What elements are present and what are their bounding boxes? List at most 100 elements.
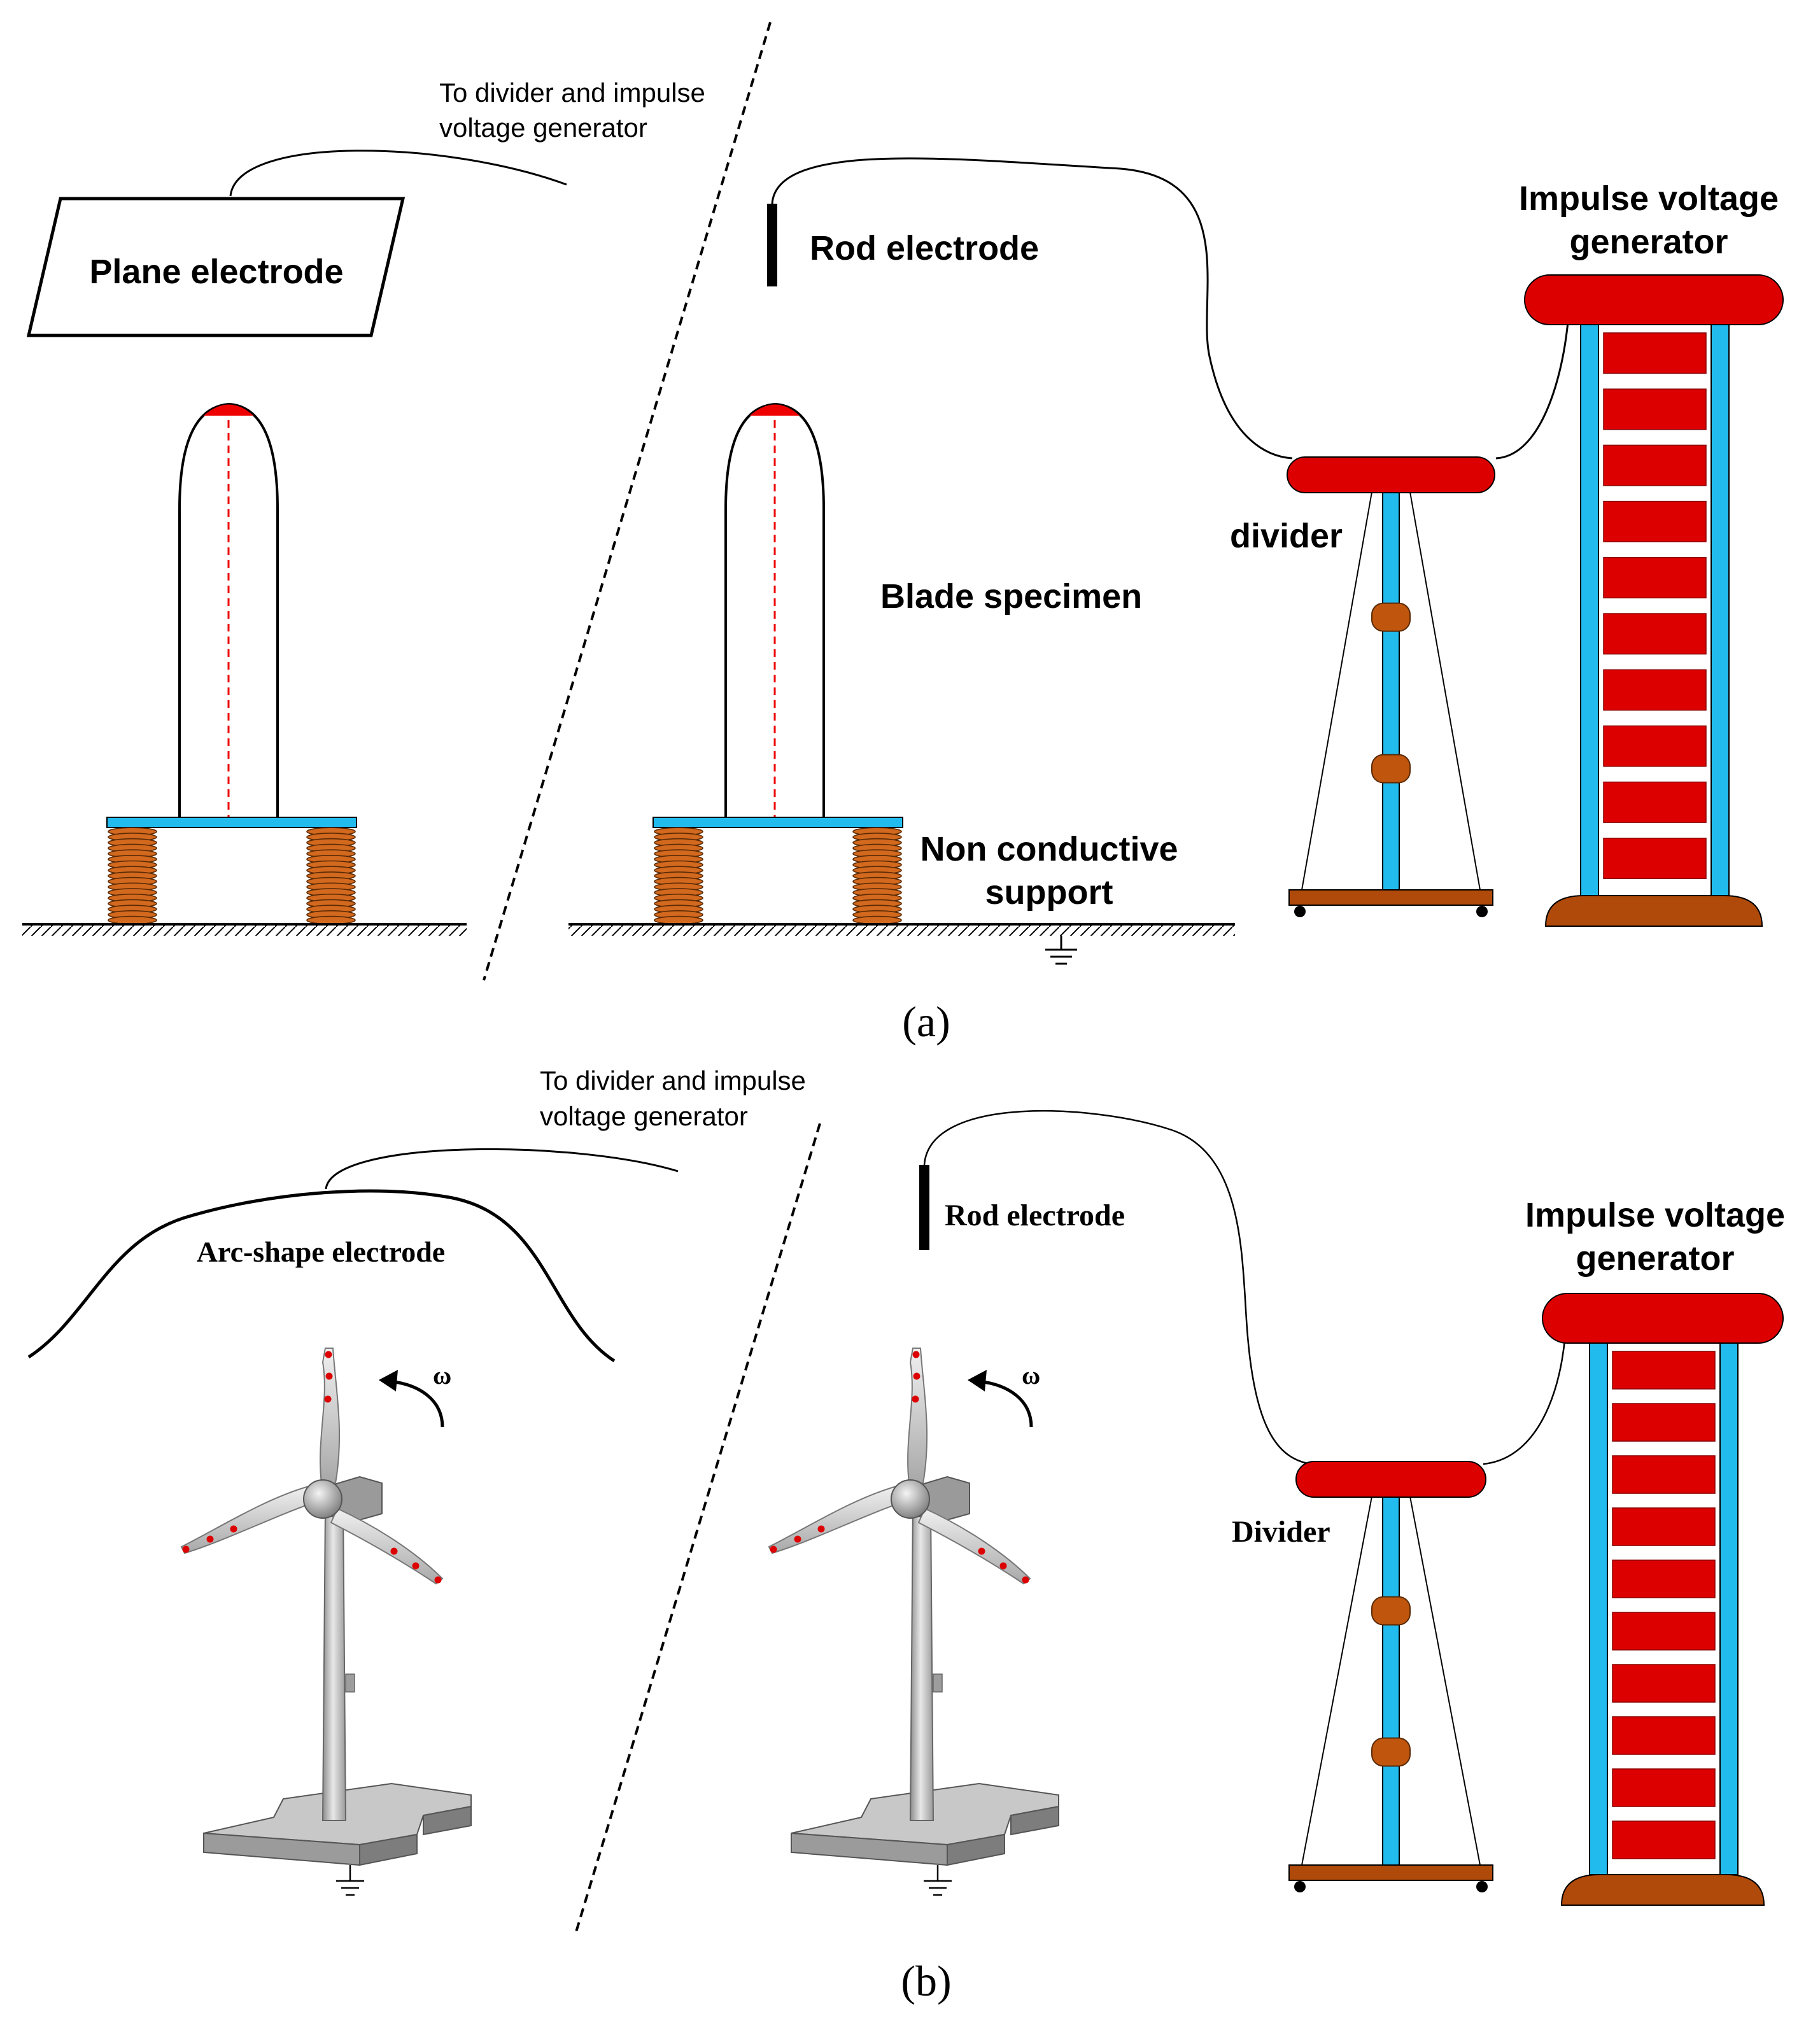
turbine-blade-left <box>180 1485 316 1554</box>
generator-stage <box>1612 1560 1716 1598</box>
generator-stage <box>1603 838 1707 880</box>
lightning-receptor-dot <box>1022 1576 1029 1584</box>
turbine-base-side <box>359 1833 418 1866</box>
rotation-arrow-icon <box>968 1370 1033 1428</box>
rotation-arrow-icon <box>379 1370 444 1428</box>
divider-insulator <box>1371 1737 1411 1767</box>
caption-b: (b) <box>901 1957 951 2005</box>
lightning-receptor-dot <box>912 1395 919 1403</box>
plane-electrode-label: Plane electrode <box>89 253 343 291</box>
support-plate-right <box>653 817 903 828</box>
divider-base <box>1288 889 1493 906</box>
insulator-disc <box>108 915 157 925</box>
blade-specimen-left <box>106 402 357 828</box>
rod-electrode-b <box>919 1165 929 1250</box>
generator-column-right <box>1711 321 1730 896</box>
impulse-generator-b <box>1542 1293 1784 1906</box>
lightning-receptor-dot <box>324 1395 332 1403</box>
voltage-divider-a <box>1287 456 1495 917</box>
note-text-b-line1: To divider and impulse <box>540 1066 806 1095</box>
hv-lead-b <box>923 1109 1312 1465</box>
generator-top-electrode <box>1524 274 1784 325</box>
rod-electrode-label-b: Rod electrode <box>945 1199 1125 1232</box>
impulse-generator-a <box>1524 274 1784 927</box>
generator-stage <box>1603 725 1707 767</box>
arc-shape-electrode <box>27 1189 616 1363</box>
lightning-receptor-dot <box>182 1546 190 1553</box>
generator-stage <box>1612 1664 1716 1703</box>
lightning-receptor-dot <box>434 1576 442 1584</box>
panel-a: To divider and impulse voltage generator… <box>22 22 1784 1046</box>
generator-stage <box>1603 444 1707 486</box>
support-label-line2: support <box>985 873 1113 912</box>
generator-stage <box>1612 1612 1716 1651</box>
generator-stage <box>1612 1820 1716 1859</box>
guy-wire <box>1409 1496 1481 1866</box>
hv-lead-a <box>771 157 1293 460</box>
turbine-tower <box>909 1508 935 1821</box>
lightning-receptor-dot <box>978 1547 985 1555</box>
generator-stage <box>1612 1403 1716 1442</box>
generator-stage <box>1612 1768 1716 1807</box>
blade-specimen-label: Blade specimen <box>880 577 1142 616</box>
wheel-icon <box>1294 1881 1306 1892</box>
generator-top-electrode <box>1542 1293 1784 1344</box>
generator-stage <box>1603 613 1707 655</box>
insulator-stack-right-a <box>306 827 356 925</box>
generator-label-b-line2: generator <box>1576 1239 1734 1278</box>
lightning-receptor-dot <box>206 1535 214 1543</box>
divider-insulator <box>1371 754 1411 784</box>
generator-base <box>1544 895 1763 927</box>
divider-column <box>1382 482 1400 891</box>
omega-label-right: ω <box>1022 1361 1040 1390</box>
divider-column <box>1382 1486 1400 1866</box>
ground-symbol-icon <box>336 1865 364 1896</box>
divider-base <box>1288 1864 1493 1881</box>
wind-turbine-left <box>180 1348 472 1896</box>
voltage-divider-b <box>1288 1461 1493 1892</box>
turbine-base-side <box>1010 1805 1059 1836</box>
insulator-disc <box>306 915 356 925</box>
divider-label-b: Divider <box>1232 1515 1330 1549</box>
panel-b: To divider and impulse voltage generator… <box>27 1066 1785 2005</box>
ground-symbol-icon <box>1045 936 1077 965</box>
generator-stage <box>1603 388 1707 430</box>
generator-label-a-line1: Impulse voltage <box>1519 180 1779 218</box>
generator-stage <box>1612 1716 1716 1755</box>
lightning-receptor-dot <box>817 1525 825 1533</box>
generator-stage <box>1603 332 1707 374</box>
note-text-a-line1: To divider and impulse <box>439 78 705 108</box>
ground-plane-left-a <box>22 923 467 936</box>
wind-turbine-right <box>768 1348 1059 1896</box>
generator-stage <box>1603 781 1707 823</box>
guy-wire <box>1301 491 1372 891</box>
lightning-receptor-dot <box>230 1525 237 1533</box>
turbine-door <box>933 1673 943 1693</box>
generator-stage <box>1603 557 1707 599</box>
ground-symbol-icon <box>924 1865 952 1896</box>
note-text-a-line2: voltage generator <box>439 113 647 143</box>
wheel-icon <box>1476 1881 1488 1892</box>
generator-base <box>1560 1874 1765 1906</box>
lightning-receptor-dot <box>412 1562 420 1570</box>
blade-tip-receptor-left <box>204 404 253 416</box>
generator-label-b-line1: Impulse voltage <box>1525 1196 1785 1234</box>
lightning-receptor-dot <box>912 1351 920 1358</box>
caption-a: (a) <box>902 997 950 1046</box>
turbine-base-side <box>423 1805 472 1836</box>
turbine-blade-up <box>320 1348 341 1484</box>
divider-insulator <box>1371 1596 1411 1626</box>
generator-label-a-line2: generator <box>1569 223 1728 261</box>
lightning-receptor-dot <box>794 1535 801 1543</box>
generator-column-left <box>1580 321 1599 896</box>
support-label-line1: Non conductive <box>920 830 1178 868</box>
divider-label-a: divider <box>1230 517 1343 555</box>
lightning-receptor-dot <box>325 1372 333 1380</box>
turbine-blade-right <box>330 1507 444 1585</box>
separator-line-a <box>483 22 772 981</box>
insulator-stack-left-b <box>654 827 703 925</box>
blade-specimen-right <box>653 402 903 828</box>
blade-tip-receptor-right <box>750 404 800 416</box>
turbine-tower <box>321 1508 347 1821</box>
